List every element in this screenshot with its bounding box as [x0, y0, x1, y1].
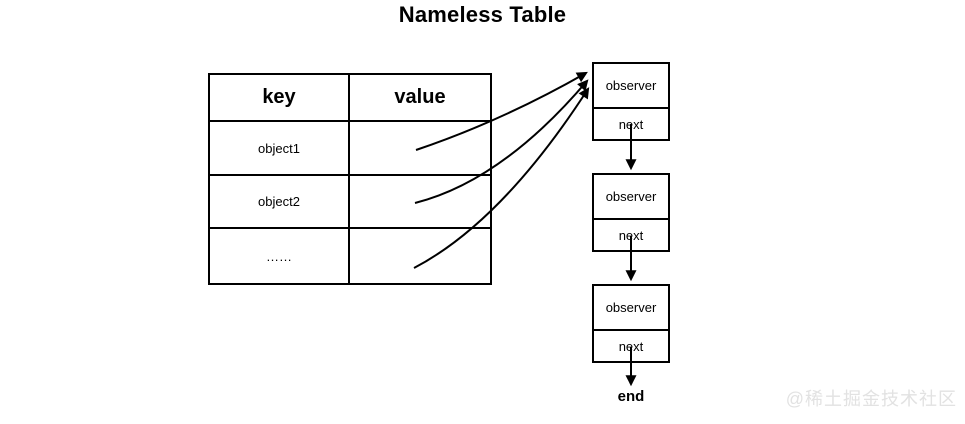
observer-node-1-observer-cell: observer	[605, 78, 657, 93]
table-row-key: ……	[210, 227, 350, 283]
end-label: end	[617, 388, 645, 405]
observer-node-2-observer-cell: observer	[605, 189, 657, 204]
key-value-table: key value object1 object2 ……	[208, 73, 492, 285]
diagram-title: Nameless Table	[398, 2, 567, 27]
observer-node-3-next-cell: next	[594, 329, 668, 361]
observer-node-2-next-cell: next	[594, 218, 668, 250]
table-header-value: value	[394, 86, 446, 108]
observer-node-1-next-cell: next	[594, 107, 668, 139]
table-row-key: object1	[210, 120, 350, 174]
table-row-value	[350, 227, 490, 283]
watermark: @稀土掘金技术社区	[785, 389, 957, 409]
table-row-key: object2	[210, 174, 350, 227]
table-row-value	[350, 120, 490, 174]
table-row-value	[350, 174, 490, 227]
observer-node-3: observer next	[592, 284, 670, 363]
table-header-key: key	[210, 75, 350, 120]
observer-node-3-observer-cell: observer	[605, 300, 657, 315]
observer-node-1: observer next	[592, 62, 670, 141]
observer-node-2: observer next	[592, 173, 670, 252]
